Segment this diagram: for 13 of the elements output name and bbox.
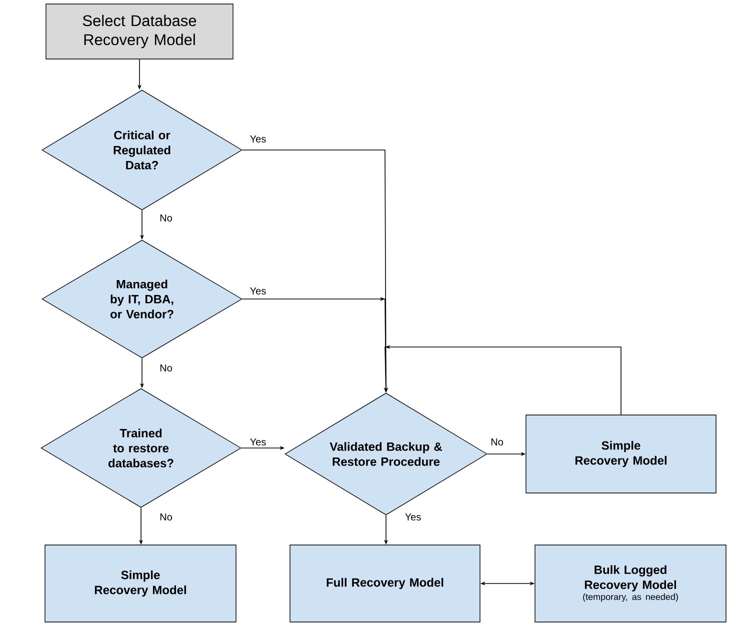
edge-label: Yes [248, 438, 268, 446]
process-box: Full Recovery Model [290, 544, 480, 622]
process-box: Select Database Recovery Model [46, 4, 234, 60]
edge-label: No [158, 512, 174, 522]
edge-label: Yes [404, 512, 422, 522]
edge-label: Yes [248, 134, 268, 144]
process-box: Simple Recovery Model [44, 544, 236, 622]
process-box: Simple Recovery Model [526, 414, 716, 494]
edge-label: No [158, 364, 174, 372]
edge-label: No [158, 214, 174, 222]
edge-label: Yes [248, 286, 268, 296]
process-box: Bulk Logged Recovery Model (temporary, as needed) [534, 544, 726, 622]
edge-label: No [490, 438, 504, 446]
